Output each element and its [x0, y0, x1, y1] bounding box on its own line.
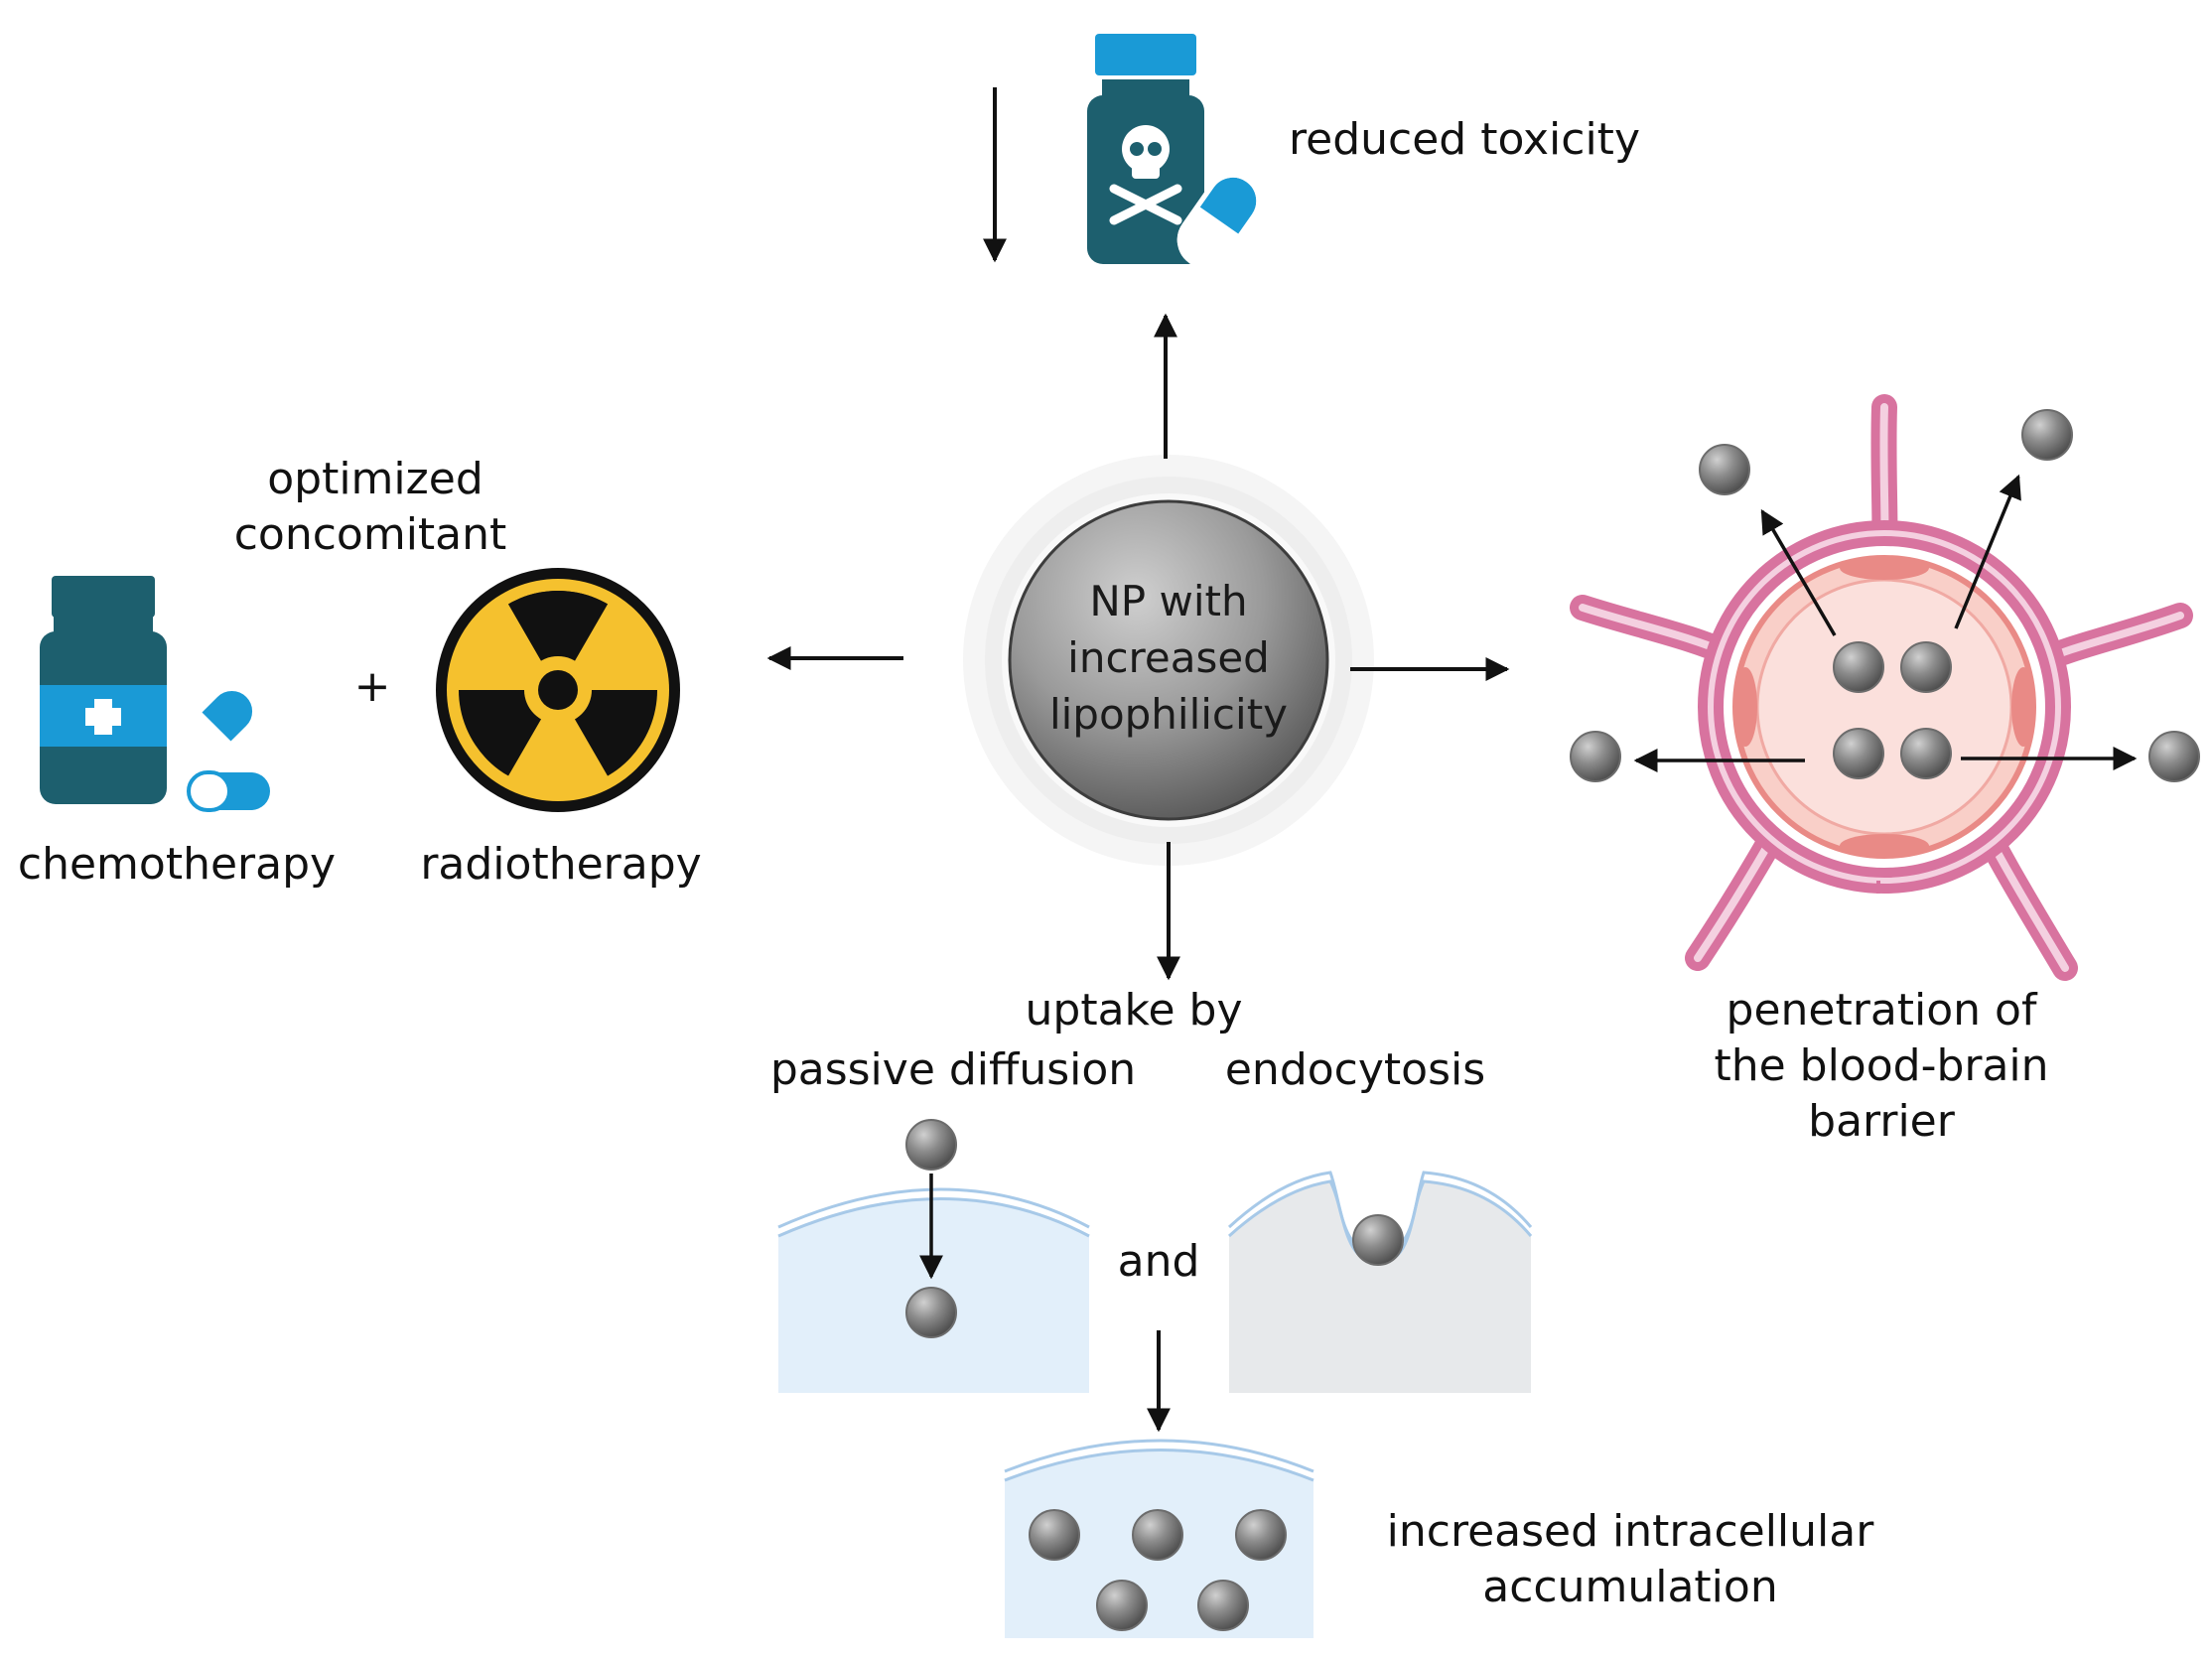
- center-label-line2: increased: [1067, 633, 1270, 682]
- bbb-label-line3: barrier: [1808, 1096, 1956, 1147]
- medicine-bottle-icon: [40, 576, 167, 804]
- accumulation-label-line1: increased intracellular: [1387, 1506, 1875, 1557]
- chemotherapy-label: chemotherapy: [18, 839, 336, 890]
- center-nanoparticle: NP with increased lipophilicity: [963, 455, 1374, 866]
- bbb-arrows: [1633, 474, 2138, 772]
- bbb-label-line2: the blood-brain: [1714, 1040, 2048, 1091]
- bbb-label-line1: penetration of: [1727, 985, 2038, 1036]
- radiation-icon: [436, 568, 680, 812]
- radiotherapy-label: radiotherapy: [420, 839, 701, 890]
- capsule-icon: [177, 687, 270, 812]
- reduced-toxicity-label: reduced toxicity: [1289, 114, 1640, 165]
- accumulation-label-line2: accumulation: [1482, 1562, 1777, 1612]
- concomitant-label: concomitant: [234, 509, 507, 560]
- blood-vessel-cross-section: [1570, 394, 2193, 981]
- passive-diffusion-cell: [777, 1119, 1090, 1393]
- and-label: and: [1118, 1236, 1200, 1287]
- optimized-label: optimized: [267, 454, 484, 504]
- capsule-icon: [1176, 172, 1262, 269]
- center-label-line1: NP with: [1089, 577, 1247, 625]
- center-label-line3: lipophilicity: [1049, 690, 1288, 739]
- accumulation-cell: [1004, 1439, 1314, 1638]
- passive-diffusion-label: passive diffusion: [770, 1044, 1136, 1095]
- plus-sign: +: [354, 661, 391, 712]
- toxic-bottle-icon: [1087, 34, 1204, 264]
- endocytosis-label: endocytosis: [1225, 1044, 1485, 1095]
- uptake-label: uptake by: [1026, 985, 1243, 1036]
- endocytosis-cell: [1227, 1171, 1533, 1393]
